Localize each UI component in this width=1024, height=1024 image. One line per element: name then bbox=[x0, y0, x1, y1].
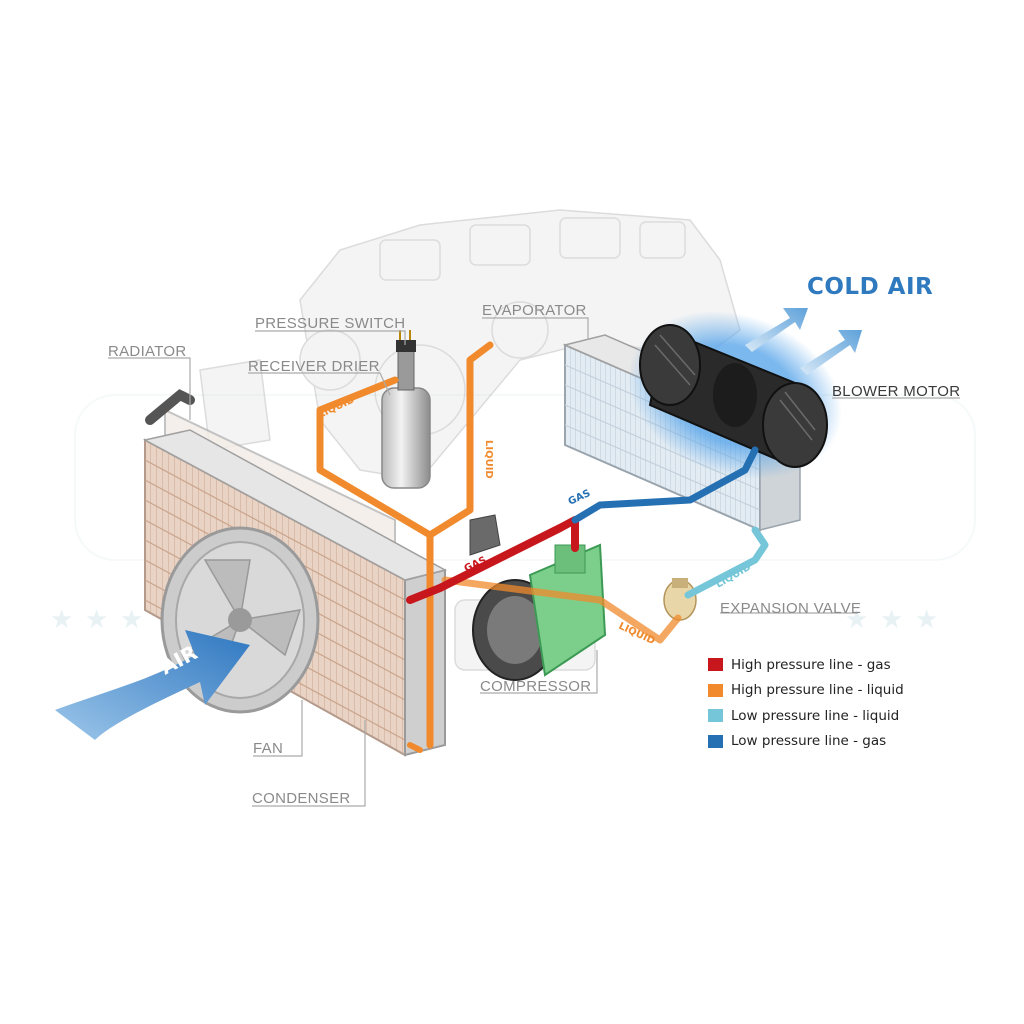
pressure-switch-label: PRESSURE SWITCH bbox=[255, 315, 406, 332]
legend-item: Low pressure line - liquid bbox=[708, 703, 904, 729]
cold-air-arrows bbox=[745, 308, 862, 375]
legend-item: High pressure line - gas bbox=[708, 652, 904, 678]
expansion-valve bbox=[663, 578, 697, 621]
cold-air-label: COLD AIR bbox=[807, 274, 934, 300]
air-intake-arrow: AIR bbox=[55, 630, 250, 740]
receiver-drier bbox=[381, 330, 431, 489]
line-low-gas bbox=[571, 446, 759, 524]
legend-label: Low pressure line - liquid bbox=[731, 707, 900, 724]
legend-label: High pressure line - gas bbox=[731, 656, 891, 673]
svg-text:★: ★ bbox=[120, 605, 143, 635]
cold-air-arrow-1 bbox=[745, 308, 808, 352]
legend-swatch bbox=[708, 709, 723, 723]
line-high-liquid-vertical bbox=[426, 341, 494, 539]
blower-motor-label: BLOWER MOTOR bbox=[832, 383, 961, 400]
svg-text:★: ★ bbox=[880, 605, 903, 635]
legend-label: High pressure line - liquid bbox=[731, 682, 904, 699]
watermark: ★★★ ★★★ bbox=[50, 394, 976, 635]
flow-label-liquid-vertical: LIQUID bbox=[483, 440, 494, 479]
cold-air-arrow-2 bbox=[800, 330, 862, 375]
legend-swatch bbox=[708, 734, 723, 748]
compressor-label: COMPRESSOR bbox=[480, 678, 592, 695]
radiator-label: RADIATOR bbox=[108, 343, 187, 360]
legend-swatch bbox=[708, 683, 723, 697]
fan-label: FAN bbox=[253, 740, 284, 757]
watermark-stars: ★★★ ★★★ bbox=[50, 605, 938, 635]
line-high-liquid-lower bbox=[441, 576, 682, 644]
blower-motor bbox=[628, 310, 842, 480]
line-high-gas bbox=[406, 516, 579, 604]
svg-text:★: ★ bbox=[915, 605, 938, 635]
svg-text:★: ★ bbox=[50, 605, 73, 635]
legend-swatch bbox=[708, 658, 723, 672]
flow-label-gas-blue: GAS bbox=[567, 488, 593, 508]
legend-item: High pressure line - liquid bbox=[708, 678, 904, 704]
refrigerant-lines bbox=[316, 341, 769, 753]
legend-item: Low pressure line - gas bbox=[708, 729, 904, 755]
receiver-drier-label: RECEIVER DRIER bbox=[248, 358, 380, 375]
label-leaders bbox=[108, 317, 960, 807]
compressor bbox=[469, 514, 607, 681]
line-low-liquid bbox=[684, 526, 769, 599]
legend-label: Low pressure line - gas bbox=[731, 733, 887, 750]
svg-text:★: ★ bbox=[85, 605, 108, 635]
condenser-label: CONDENSER bbox=[252, 790, 351, 807]
line-high-liquid-out bbox=[407, 742, 423, 753]
expansion-valve-label: EXPANSION VALVE bbox=[720, 600, 862, 617]
evaporator-label: EVAPORATOR bbox=[482, 302, 587, 319]
line-high-liquid-top bbox=[316, 376, 434, 749]
